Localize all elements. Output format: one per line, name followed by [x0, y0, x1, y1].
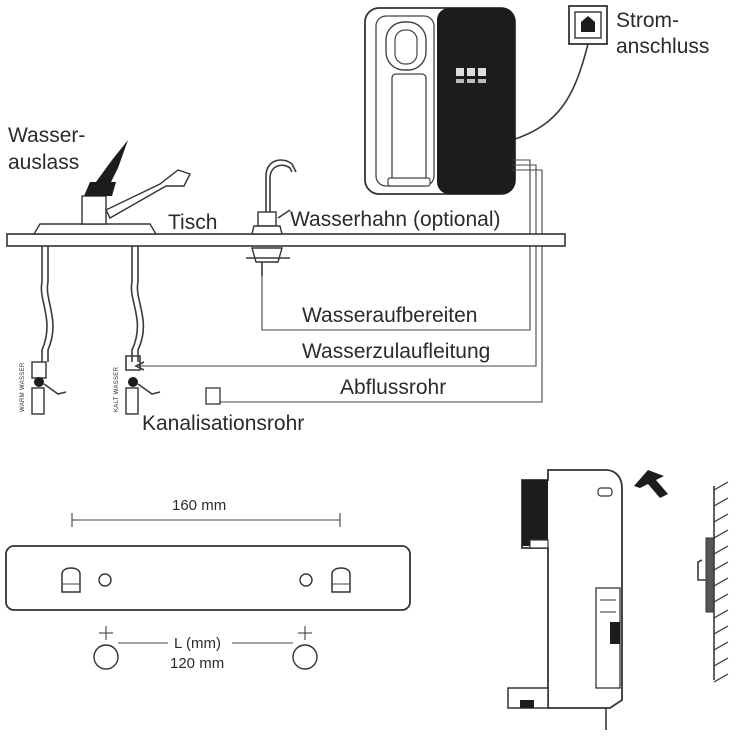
wasserauslass-label-line2: auslass — [8, 151, 79, 174]
wasserhahn-label: Wasserhahn (optional) — [290, 208, 501, 231]
hook-spacing-label: 160 mm — [172, 497, 226, 514]
hole-spacing-label: 120 mm — [170, 655, 224, 672]
wasseraufbereiten-label: Wasseraufbereiten — [302, 304, 477, 327]
wasserauslass-label-line1: Wasser- — [8, 124, 85, 147]
power-cable — [511, 43, 589, 141]
mounting-bracket — [5, 545, 411, 611]
power-outlet-icon — [568, 5, 608, 45]
warm-wasser-label: WARM WASSER — [20, 362, 26, 412]
optional-faucet — [246, 159, 297, 276]
purifier-unit — [364, 7, 516, 195]
mixer-faucet — [32, 140, 191, 235]
kalt-wasser-label: KALT WASSER — [114, 366, 120, 412]
wall-with-bracket — [697, 481, 729, 683]
tisch-label: Tisch — [168, 211, 217, 234]
abflussrohr-label: Abflussrohr — [340, 376, 446, 399]
drain-fitting — [205, 387, 221, 405]
purifier-side-view — [507, 469, 623, 730]
kanalisationsrohr-label: Kanalisationsrohr — [142, 412, 304, 435]
hot-water-hose — [31, 246, 67, 415]
stromanschluss-label-line2: anschluss — [616, 35, 709, 58]
hole-spacing-l-label: L (mm) — [174, 635, 221, 652]
stromanschluss-label-line1: Strom- — [616, 9, 679, 32]
bracket-dimension-160 — [71, 513, 341, 527]
table-top — [6, 233, 566, 247]
drill-holes — [93, 626, 318, 670]
control-panel-icon — [456, 68, 486, 83]
unit-tubes — [140, 159, 543, 403]
cold-water-hose — [125, 246, 161, 415]
mount-arrow-icon — [634, 470, 668, 498]
wasserzulaufleitung-label: Wasserzulaufleitung — [302, 340, 490, 363]
